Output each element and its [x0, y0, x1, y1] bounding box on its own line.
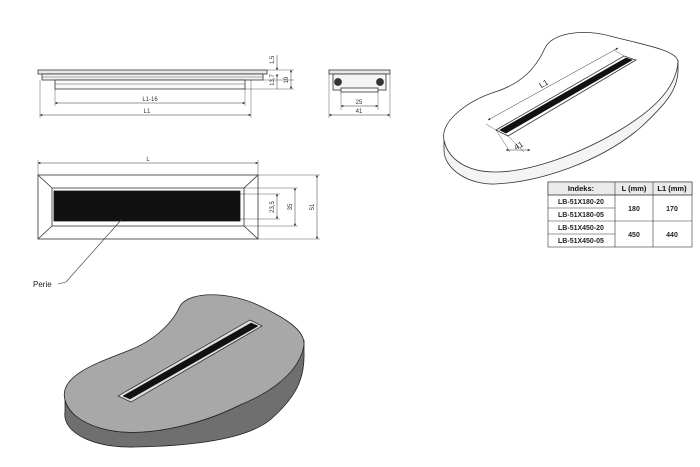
dim-top-mid-width: 35 — [288, 203, 294, 210]
end-view — [328, 69, 391, 118]
dim-top-length: L — [146, 157, 150, 163]
table-cell-code: LB-51X450-05 — [558, 238, 604, 245]
isometric-line-view — [443, 32, 679, 185]
callout-perie: Perie — [33, 280, 52, 289]
table-header-l1: L1 (mm) — [657, 184, 687, 193]
top-view — [37, 160, 320, 285]
dim-top-slot-width: 23,5 — [270, 201, 276, 213]
dim-end-inner-width: 25 — [356, 100, 363, 106]
table-cell-l1: 440 — [666, 232, 678, 239]
dim-side-thickness: 1,5 — [270, 55, 276, 64]
table-header-index: Indeks: — [568, 184, 594, 193]
sizes-table: Indeks: L (mm) L1 (mm) LB-51X180-20 LB-5… — [547, 181, 693, 248]
dim-side-inner-length: L1-16 — [142, 97, 158, 103]
side-view — [37, 55, 294, 118]
dim-end-width: 41 — [356, 109, 363, 115]
table-header-l: L (mm) — [622, 184, 647, 193]
table-cell-code: LB-51X450-20 — [558, 225, 604, 232]
dim-side-length: L1 — [144, 109, 151, 115]
dim-top-width: 51 — [310, 203, 316, 210]
dim-side-height-a: 13,7 — [270, 74, 276, 86]
table-cell-code: LB-51X180-05 — [558, 212, 604, 219]
table-cell-code: LB-51X180-20 — [558, 199, 604, 206]
rendered-desk-3d — [63, 294, 305, 448]
table-cell-l1: 170 — [666, 206, 678, 213]
dim-side-height-b: 19 — [284, 76, 290, 83]
table-cell-l: 180 — [628, 206, 640, 213]
table-cell-l: 450 — [628, 232, 640, 239]
